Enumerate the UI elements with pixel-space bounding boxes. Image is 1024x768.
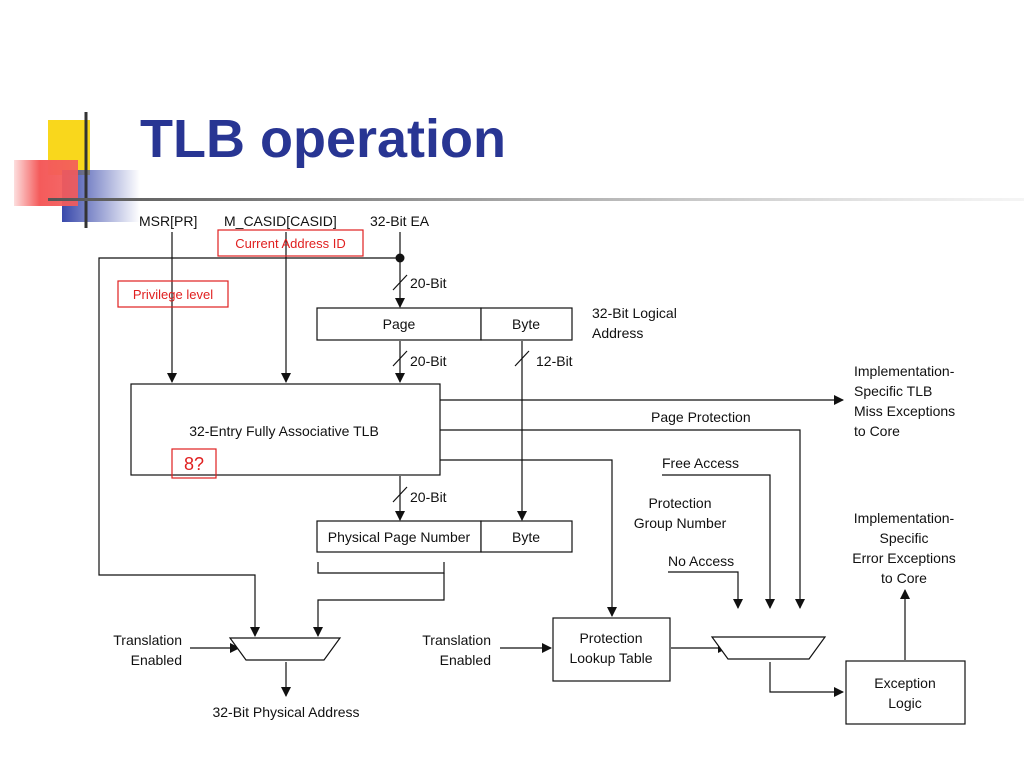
protection-translation-enabled-line2: Enabled xyxy=(440,652,491,668)
free-access-label: Free Access xyxy=(662,455,739,471)
page-protection-label: Page Protection xyxy=(651,409,751,425)
protection-lookup-label-line1: Protection xyxy=(579,630,642,646)
exception-logic-box xyxy=(845,660,966,725)
translation-enabled-label-line1: Translation xyxy=(113,632,182,648)
logical-page-label: Page xyxy=(383,316,416,332)
protection-mux xyxy=(710,636,827,660)
tlb-miss-label-line4: to Core xyxy=(854,423,900,439)
physical-byte-label: Byte xyxy=(512,529,540,545)
ea-bus-width-label: 20-Bit xyxy=(410,275,447,291)
translation-mux xyxy=(228,637,342,661)
no-access-label: No Access xyxy=(668,553,734,569)
protection-translation-enabled-line1: Translation xyxy=(422,632,491,648)
tlb-box xyxy=(130,383,441,476)
exception-logic-label-line1: Exception xyxy=(874,675,935,691)
current-address-id-annotation: Current Address ID xyxy=(235,236,346,251)
page-bus-width-label: 20-Bit xyxy=(410,353,447,369)
error-exceptions-label-line1: Implementation- xyxy=(854,510,955,526)
ea-junction-node xyxy=(395,253,405,263)
logical-address-label-line2: Address xyxy=(592,325,643,341)
tlb-output-bus-width-label: 20-Bit xyxy=(410,489,447,505)
tlb-miss-label-line1: Implementation- xyxy=(854,363,955,379)
physical-byte-box xyxy=(480,520,573,553)
msr-pr-label: MSR[PR] xyxy=(139,213,197,229)
tlb-label: 32-Entry Fully Associative TLB xyxy=(189,423,379,439)
exception-logic-label-line2: Logic xyxy=(888,695,921,711)
logical-byte-box xyxy=(480,307,573,341)
tlb-miss-label-line2: Specific TLB xyxy=(854,383,932,399)
privilege-level-annotation-box xyxy=(117,280,229,308)
entry-count-annotation-box xyxy=(171,448,217,479)
logical-address-label-line1: 32-Bit Logical xyxy=(592,305,677,321)
protection-group-label-line2: Group Number xyxy=(634,515,727,531)
error-exceptions-label-line4: to Core xyxy=(881,570,927,586)
entry-count-annotation: 8? xyxy=(184,454,204,474)
tlb-miss-label-line3: Miss Exceptions xyxy=(854,403,955,419)
m-casid-label: M_CASID[CASID] xyxy=(224,213,337,229)
protection-lookup-label-line2: Lookup Table xyxy=(569,650,652,666)
error-exceptions-label-line2: Specific xyxy=(879,530,928,546)
protection-group-label-line1: Protection xyxy=(648,495,711,511)
byte-bus-width-label: 12-Bit xyxy=(536,353,573,369)
ea-label: 32-Bit EA xyxy=(370,213,430,229)
physical-address-output-label: 32-Bit Physical Address xyxy=(212,704,359,720)
slide-title: TLB operation xyxy=(140,109,506,169)
protection-lookup-table-box xyxy=(552,617,671,682)
title-underline xyxy=(48,198,1024,201)
slide-decoration xyxy=(14,112,1024,228)
error-exceptions-label-line3: Error Exceptions xyxy=(852,550,955,566)
current-address-id-annotation-box xyxy=(217,229,364,257)
logical-byte-label: Byte xyxy=(512,316,540,332)
translation-enabled-label-line2: Enabled xyxy=(131,652,182,668)
logical-page-box xyxy=(316,307,482,341)
physical-page-number-label: Physical Page Number xyxy=(328,529,471,545)
privilege-level-annotation: Privilege level xyxy=(133,287,213,302)
